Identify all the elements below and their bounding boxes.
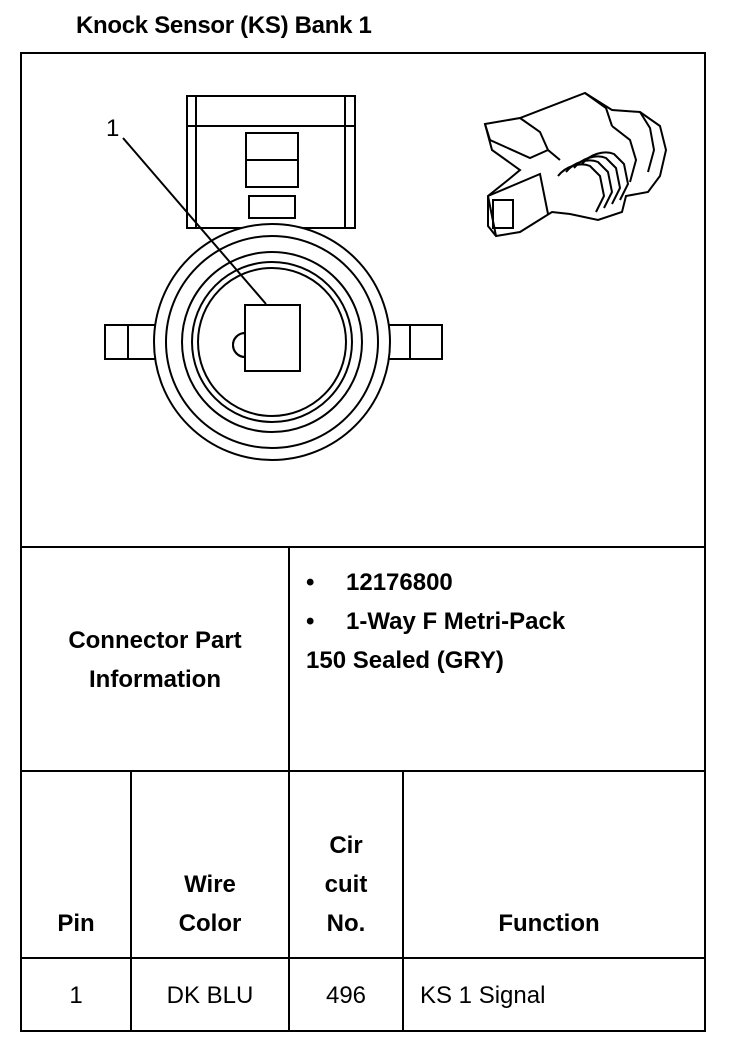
divider-col-pin — [130, 770, 132, 1032]
header-wire-color-line2: Color — [178, 910, 242, 937]
cell-function: KS 1 Signal — [420, 982, 546, 1009]
cell-circuit: 496 — [325, 982, 367, 1009]
divider-col-info — [288, 546, 290, 1032]
connector-type-item: • 1-Way F Metri-Pack — [306, 602, 696, 641]
header-pin: Pin — [57, 910, 95, 937]
part-info-values: • 12176800 • 1-Way F Metri-Pack 150 Sealed… — [306, 563, 696, 680]
part-number-item: • 12176800 — [306, 563, 696, 602]
connector-diagram: 1 — [104, 91, 668, 461]
cell-pin: 1 — [69, 982, 83, 1009]
divider-diagram — [20, 546, 706, 548]
page-title: Knock Sensor (KS) Bank 1 — [76, 12, 372, 39]
bullet: • — [306, 569, 315, 596]
header-wire-color-line1: Wire — [184, 871, 236, 898]
callout-label-1: 1 — [106, 115, 119, 142]
header-wire-color: Wire Color — [132, 865, 288, 943]
bullet: • — [306, 608, 315, 635]
callout-leader-line — [122, 137, 267, 305]
part-info-label-line1: Connector Part — [68, 627, 242, 654]
connector-type: 1-Way F Metri-Pack — [346, 608, 566, 635]
part-info-label-line2: Information — [89, 666, 221, 693]
part-number: 12176800 — [346, 569, 453, 596]
header-function: Function — [498, 910, 600, 937]
divider-col-circuit — [402, 770, 404, 1032]
cell-wire-color: DK BLU — [166, 982, 254, 1009]
header-circuit-line3: No. — [326, 910, 366, 937]
header-circuit-line2: cuit — [324, 871, 368, 898]
header-circuit: Cir cuit No. — [290, 826, 402, 943]
divider-header — [20, 957, 706, 959]
connector-type-continuation: 150 Sealed (GRY) — [306, 647, 504, 674]
part-info-label: Connector Part Information — [22, 621, 288, 699]
connector-table-frame — [20, 52, 706, 1032]
divider-part-info — [20, 770, 706, 772]
header-circuit-line1: Cir — [329, 832, 363, 859]
